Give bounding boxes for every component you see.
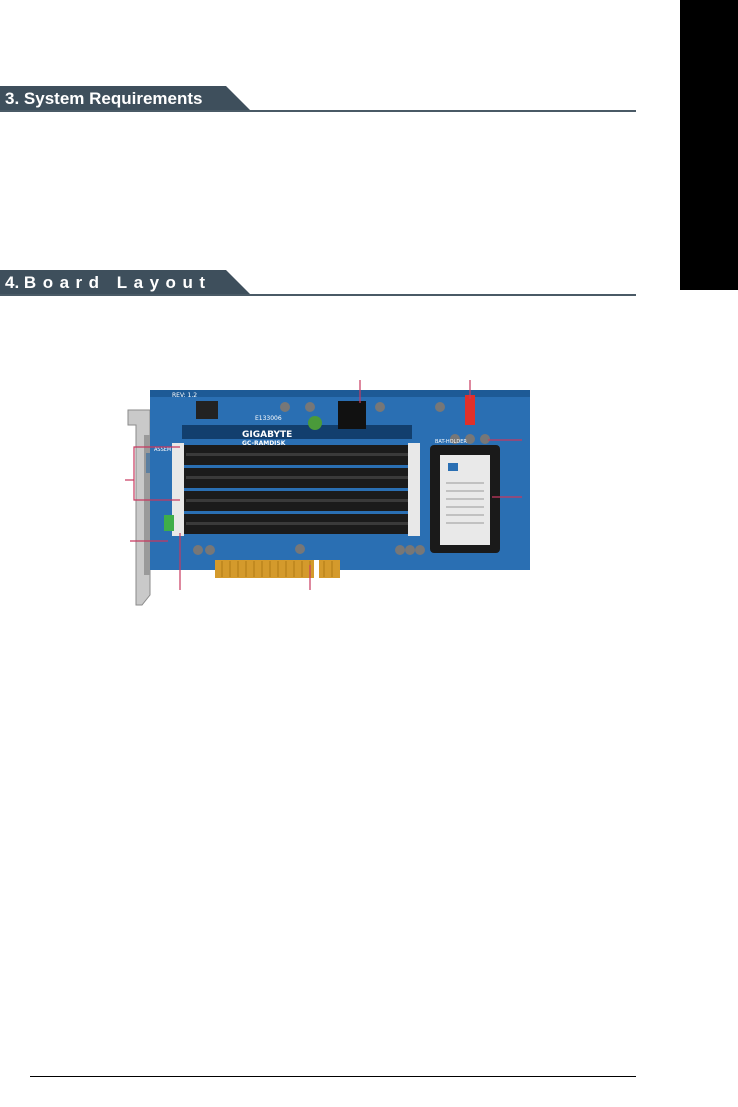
section-3-header: 3. System Requirements bbox=[0, 86, 640, 112]
callout-lines bbox=[125, 380, 522, 590]
board-photo: REV: 1.2 GIGABYTE GC-RAMDISK E133006 BAT… bbox=[125, 380, 530, 606]
controller-chip bbox=[338, 401, 366, 429]
section-4-header: 4. Board Layout bbox=[0, 270, 640, 296]
cert-label: E133006 bbox=[255, 415, 282, 422]
led bbox=[164, 515, 174, 531]
power-connector bbox=[465, 395, 475, 425]
model-label: GC-RAMDISK bbox=[242, 440, 286, 447]
language-side-tab bbox=[680, 0, 738, 290]
revision-label: REV: 1.2 bbox=[172, 392, 197, 399]
section-3-title: 3. System Requirements bbox=[5, 89, 203, 108]
section-header-banner bbox=[0, 86, 636, 112]
battery-holder-label: BAT-HOLDER bbox=[435, 439, 467, 445]
section-header-banner bbox=[0, 270, 636, 296]
dimm-slots bbox=[172, 443, 420, 536]
section-4-title: 4. Board Layout bbox=[5, 273, 212, 292]
bracket-label: ASSEM bbox=[154, 447, 171, 453]
brand-label: GIGABYTE bbox=[242, 430, 292, 440]
board-layout-figure: REV: 1.2 GIGABYTE GC-RAMDISK E133006 BAT… bbox=[110, 365, 540, 615]
footer-rule bbox=[30, 1076, 636, 1077]
